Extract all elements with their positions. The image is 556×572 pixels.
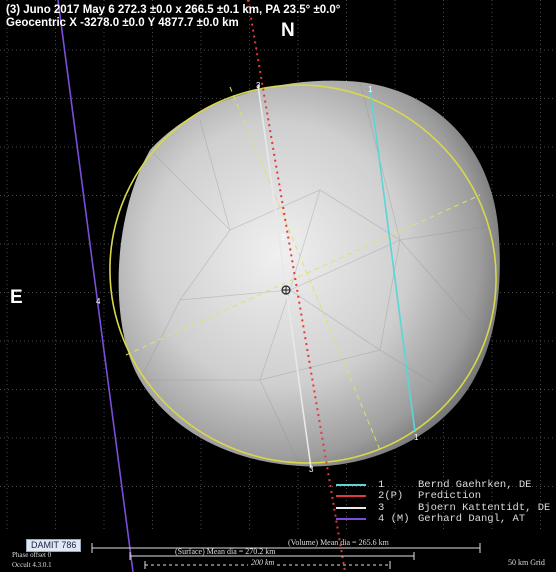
chord-1 (369, 87, 416, 433)
model-badge: DAMIT 786 (26, 539, 82, 552)
scale-bars (91, 543, 481, 569)
legend-observer: Prediction (418, 490, 482, 503)
chord-4 (57, 0, 134, 572)
volume-mean-diameter: (Volume) Mean dia = 265.6 km (288, 538, 389, 547)
chord-number-label: 2 (281, 233, 286, 242)
legend-number: 4 (M) (378, 513, 418, 525)
occult-version: Occult 4.3.0.1 (12, 561, 52, 569)
chord-number-label: 4 (96, 297, 101, 306)
asteroid-shape-model (118, 80, 500, 467)
chord-number-label: 1 (368, 85, 373, 94)
ellipse-axes (125, 86, 481, 451)
legend-number-value: 2 (378, 490, 385, 503)
legend-swatch (336, 495, 366, 498)
chord-number-label: 1 (414, 433, 419, 442)
legend-swatch (336, 483, 366, 486)
legend-item: 4 (M) Gerhard Dangl, AT (336, 513, 550, 526)
east-label: E (10, 287, 23, 308)
legend-item: 3 Bjoern Kattentidt, DE (336, 502, 550, 514)
fitted-ellipse (109, 84, 497, 464)
legend-number: 3 (378, 501, 385, 514)
north-label: N (281, 20, 295, 41)
phase-offset: Phase offset 0 (12, 551, 52, 559)
chord-3 (257, 84, 312, 469)
legend-number-value: 4 (378, 513, 385, 526)
legend-observer: Gerhard Dangl, AT (418, 513, 526, 526)
legend-item: 2(P) Prediction (336, 490, 550, 503)
legend-number: 1 (378, 478, 385, 491)
event-header: (3) Juno 2017 May 6 272.3 ±0.0 x 266.5 ±… (6, 4, 341, 16)
legend-flag: (P) (384, 490, 404, 503)
chord-legend: 1 Bernd Gaehrken, DE 2(P) Prediction 3 B… (336, 479, 550, 525)
legend-observer: Bjoern Kattentidt, DE (418, 501, 551, 514)
surface-mean-diameter: (Surface) Mean dia = 270.2 km (175, 547, 276, 556)
geocentric-coordinates: Geocentric X -3278.0 ±0.0 Y 4877.7 ±0.0 … (6, 17, 239, 29)
grid-size-label: 50 km Grid (508, 558, 545, 567)
legend-number: 2(P) (378, 490, 418, 502)
scale-bar-label: 200 km (248, 558, 278, 567)
chord-number-label: 3 (256, 81, 261, 90)
chord-number-label: 3 (309, 465, 314, 474)
legend-observer: Bernd Gaehrken, DE (418, 478, 532, 491)
legend-item: 1 Bernd Gaehrken, DE (336, 479, 550, 491)
legend-flag: (M) (390, 513, 410, 526)
chord-2 (247, 0, 346, 572)
legend-swatch (336, 518, 366, 521)
legend-swatch (336, 506, 366, 509)
center-marker (281, 285, 291, 295)
